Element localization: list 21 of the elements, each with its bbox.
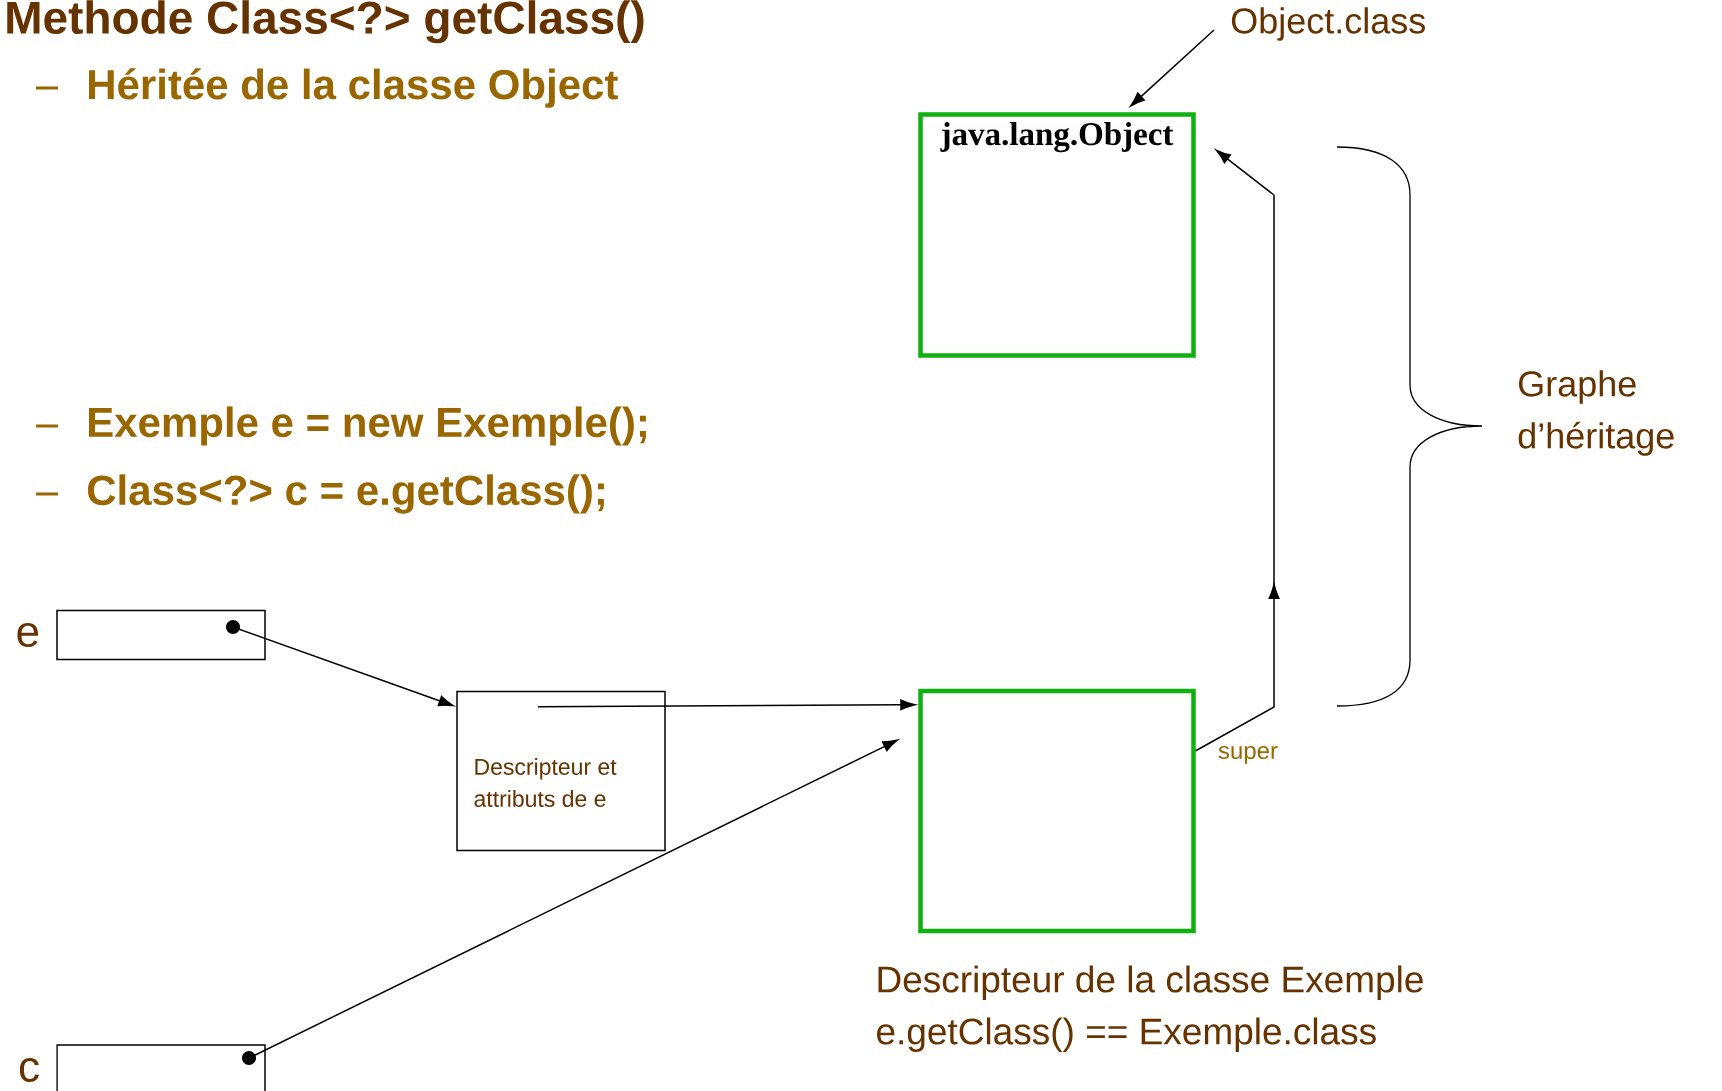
callout-text: Object.class	[1231, 7, 1425, 41]
arrow	[226, 620, 454, 707]
bullet-text: Héritée de la classe Object	[89, 68, 618, 108]
arrow	[1195, 149, 1280, 752]
arrow	[242, 739, 898, 1065]
variable-name: c	[19, 1057, 39, 1083]
bullet-text: Exemple e = new Exemple();	[89, 406, 646, 446]
object-box: Descripteur et attributs de e	[456, 690, 666, 852]
arrow	[1130, 29, 1215, 107]
variable-box	[56, 1044, 266, 1091]
class-box	[918, 688, 1196, 934]
caption-line: Descripteur de la classe Exemple	[878, 965, 1423, 1000]
edge-label: super	[1215, 743, 1280, 766]
class-box: java.lang.Object	[918, 112, 1196, 358]
variable-name: e	[17, 622, 39, 648]
caption-line: e.getClass() == Exemple.class	[877, 1017, 1376, 1052]
bullet-text: Class<?> c = e.getClass();	[87, 474, 604, 514]
slide-title: Methode Class<?> getClass()	[7, 0, 644, 44]
arrow	[537, 699, 916, 711]
variable-box	[56, 609, 266, 661]
brace-label: Graphe d’héritage	[1518, 370, 1674, 456]
